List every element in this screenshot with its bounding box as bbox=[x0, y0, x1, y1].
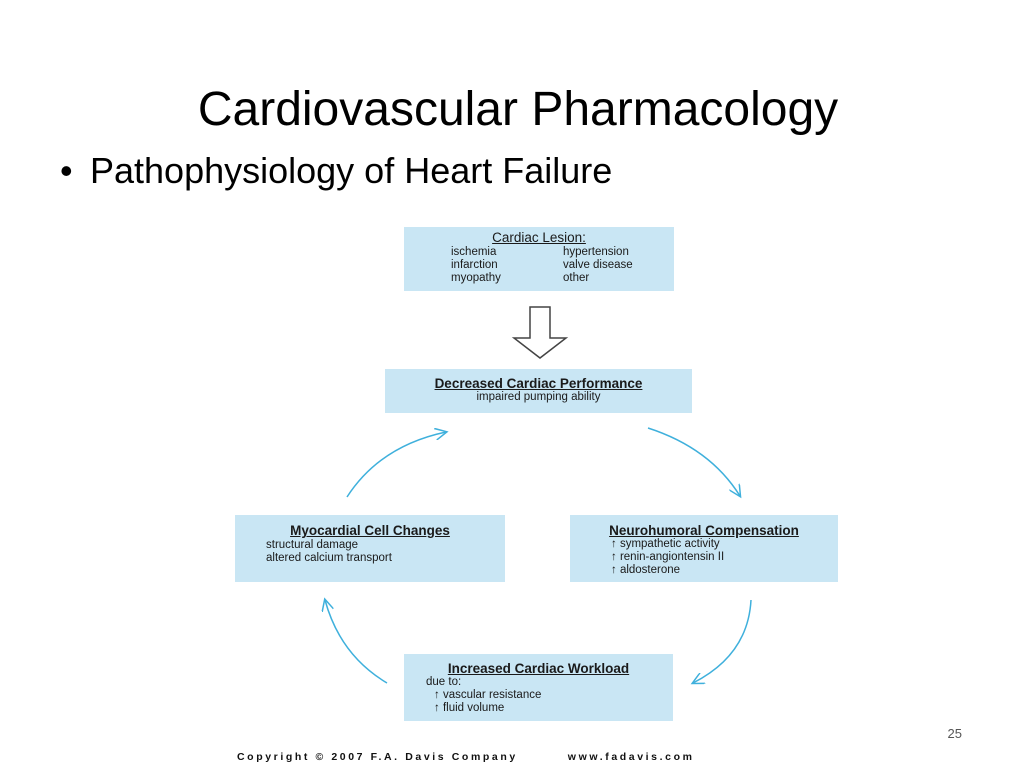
arrow-performance-to-neurohumoral bbox=[647, 427, 740, 496]
decreased-performance-detail: impaired pumping ability bbox=[476, 391, 601, 403]
workload-item: ↑ fluid volume bbox=[434, 702, 505, 714]
arrow-myocardial-to-performance bbox=[346, 432, 446, 498]
arrow-workload-to-myocardial bbox=[325, 600, 388, 684]
bullet-dot: • bbox=[60, 150, 73, 191]
publisher-url: www.fadavis.com bbox=[567, 751, 695, 763]
decreased-performance-box: Decreased Cardiac Performance impaired p… bbox=[385, 369, 692, 413]
neurohumoral-heading: Neurohumoral Compensation bbox=[609, 523, 799, 538]
myocardial-changes-heading: Myocardial Cell Changes bbox=[290, 523, 450, 538]
neurohumoral-box: Neurohumoral Compensation ↑ sympathetic … bbox=[570, 515, 838, 582]
myocardial-item: structural damage bbox=[266, 539, 359, 551]
copyright-text: Copyright © 2007 F.A. Davis Company bbox=[237, 751, 518, 763]
slide-title: Cardiovascular Pharmacology bbox=[197, 83, 839, 136]
workload-heading: Increased Cardiac Workload bbox=[447, 661, 630, 676]
myocardial-changes-box: Myocardial Cell Changes structural damag… bbox=[235, 515, 505, 582]
workload-box: Increased Cardiac Workload due to: ↑ vas… bbox=[404, 654, 673, 721]
page-number: 25 bbox=[947, 726, 962, 741]
workload-item: ↑ vascular resistance bbox=[434, 689, 542, 701]
arrow-neurohumoral-to-workload bbox=[693, 599, 752, 683]
cardiac-lesion-box: Cardiac Lesion: ischemia infarction myop… bbox=[404, 227, 674, 291]
down-arrow-icon bbox=[511, 306, 569, 359]
bullet-text: Pathophysiology of Heart Failure bbox=[90, 150, 613, 191]
workload-item: due to: bbox=[426, 676, 462, 688]
neurohumoral-item: ↑ renin-angiontensin II bbox=[611, 551, 725, 563]
bullet-item: • Pathophysiology of Heart Failure bbox=[60, 150, 612, 192]
lesion-item: valve disease bbox=[563, 259, 633, 271]
lesion-item: ischemia bbox=[451, 246, 497, 258]
cardiac-lesion-heading: Cardiac Lesion: bbox=[492, 230, 586, 245]
lesion-item: myopathy bbox=[451, 272, 501, 284]
neurohumoral-item: ↑ aldosterone bbox=[611, 564, 681, 576]
neurohumoral-item: ↑ sympathetic activity bbox=[611, 538, 720, 550]
decreased-performance-heading: Decreased Cardiac Performance bbox=[434, 376, 643, 391]
lesion-item: other bbox=[563, 272, 590, 284]
myocardial-item: altered calcium transport bbox=[266, 552, 392, 564]
lesion-item: infarction bbox=[451, 259, 498, 271]
copyright-footer: Copyright © 2007 F.A. Davis Company www.f… bbox=[237, 751, 695, 763]
lesion-item: hypertension bbox=[563, 246, 629, 258]
